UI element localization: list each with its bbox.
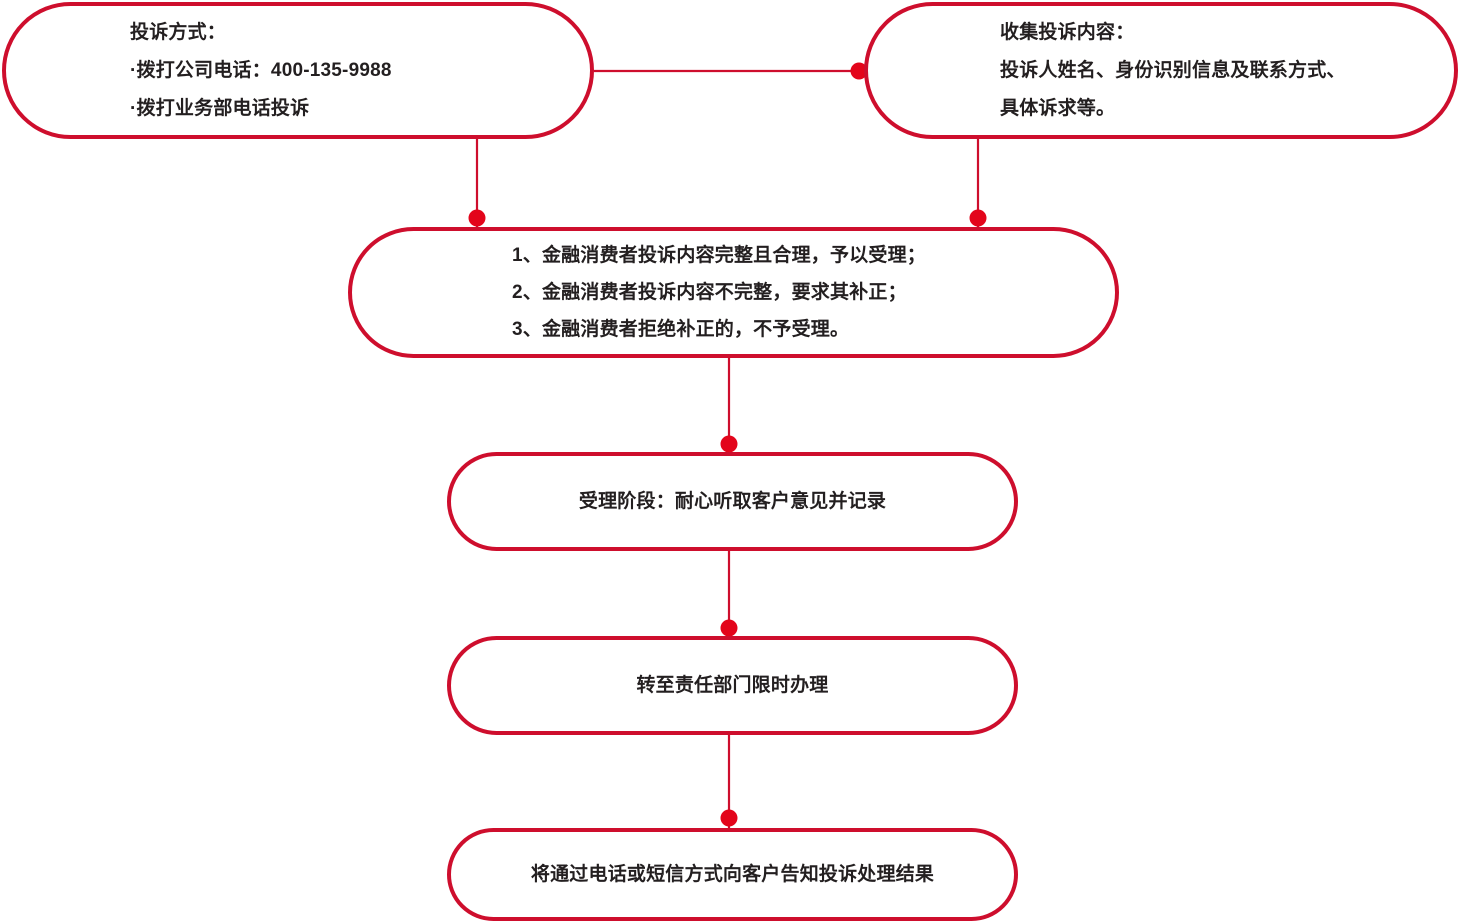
- node-complaint-methods-line-3: ·拨打业务部电话投诉: [130, 97, 310, 119]
- node-acceptance-rules-line-1: 1、金融消费者投诉内容完整且合理，予以受理；: [512, 245, 926, 266]
- node-notify-result[interactable]: 将通过电话或短信方式向客户告知投诉处理结果: [447, 828, 1018, 921]
- connector-dot-methods-to-rules: [468, 209, 486, 227]
- node-transfer-dept[interactable]: 转至责任部门限时办理: [447, 636, 1018, 735]
- node-collect-content-line-3: 具体诉求等。: [1000, 97, 1116, 119]
- node-complaint-methods-line-1: 投诉方式：: [130, 21, 227, 43]
- node-acceptance-rules-line-3: 3、金融消费者拒绝补正的，不予受理。: [512, 319, 850, 340]
- page-title: 金融消费者投诉处理流程图: [0, 21, 1, 22]
- connector-dot-accept-stage-to-transfer: [720, 619, 738, 637]
- node-complaint-methods[interactable]: 投诉方式： ·拨打公司电话：400-135-9988 ·拨打业务部电话投诉: [2, 2, 594, 139]
- node-collect-content-line-2: 投诉人姓名、身份识别信息及联系方式、: [1000, 59, 1346, 81]
- node-accept-stage[interactable]: 受理阶段：耐心听取客户意见并记录: [447, 452, 1018, 551]
- connector-dot-collect-to-rules: [969, 209, 987, 227]
- connector-dot-rules-to-accept-stage: [720, 435, 738, 453]
- connector-dot-transfer-to-notify: [720, 809, 738, 827]
- node-transfer-dept-label: 转至责任部门限时办理: [636, 674, 829, 696]
- node-acceptance-rules-line-2: 2、金融消费者投诉内容不完整，要求其补正；: [512, 282, 907, 303]
- node-accept-stage-label: 受理阶段：耐心听取客户意见并记录: [578, 490, 887, 512]
- node-collect-content[interactable]: 收集投诉内容： 投诉人姓名、身份识别信息及联系方式、 具体诉求等。: [864, 2, 1458, 139]
- node-notify-result-label: 将通过电话或短信方式向客户告知投诉处理结果: [530, 863, 935, 885]
- node-collect-content-line-1: 收集投诉内容：: [1000, 21, 1135, 43]
- node-acceptance-rules[interactable]: 1、金融消费者投诉内容完整且合理，予以受理； 2、金融消费者投诉内容不完整，要求…: [348, 227, 1119, 358]
- node-complaint-methods-line-2: ·拨打公司电话：400-135-9988: [130, 59, 392, 81]
